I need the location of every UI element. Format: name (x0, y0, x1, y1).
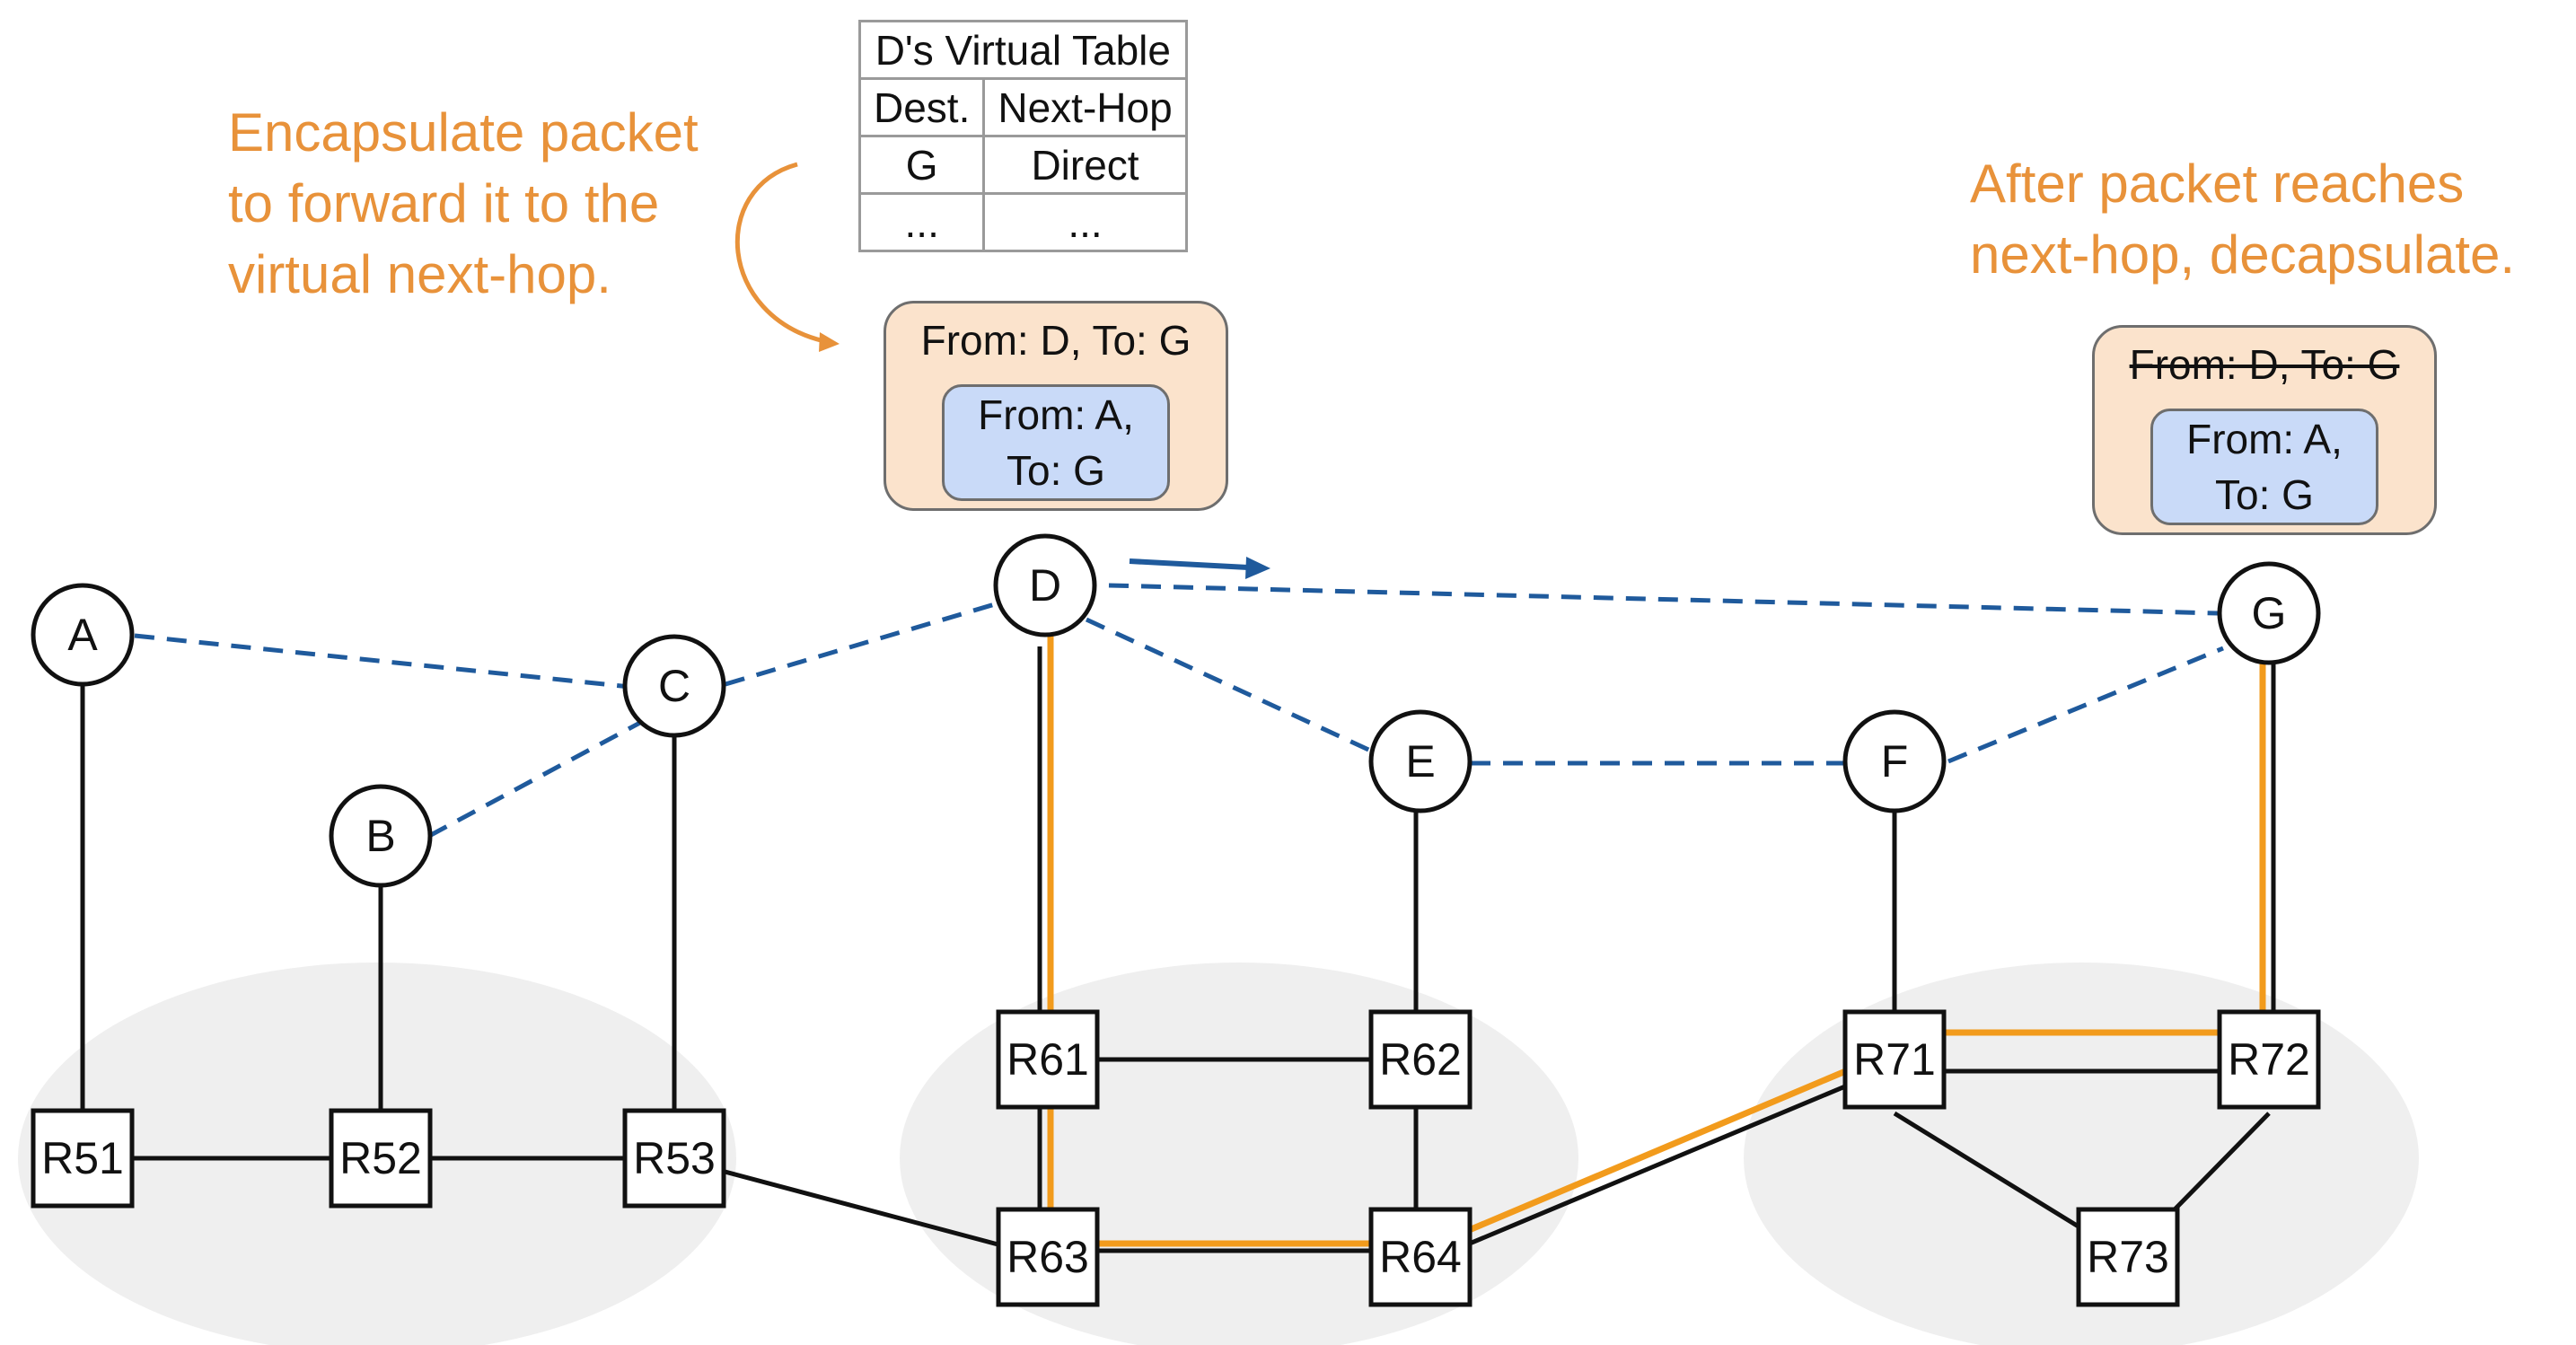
forwarding-path (1047, 633, 2266, 1256)
packet-inner-line: To: G (2215, 471, 2314, 518)
svg-text:B: B (365, 811, 395, 861)
router-r53: R53 (622, 1108, 726, 1209)
svg-text:R72: R72 (2228, 1034, 2310, 1085)
virtual-table-header-nexthop: Next-Hop (982, 77, 1188, 137)
svg-text:R64: R64 (1379, 1232, 1462, 1282)
router-r72: R72 (2217, 1009, 2321, 1110)
annotation-left-line1: Encapsulate packet (228, 102, 699, 163)
router-r71: R71 (1842, 1009, 1947, 1110)
packet-encapsulated: From: D, To: G From: A, To: G (884, 301, 1228, 511)
virtual-table: D's Virtual Table Dest. Next-Hop G Direc… (857, 20, 1188, 252)
packet-inner-line: From: A, (2186, 416, 2343, 462)
router-r64: R64 (1368, 1207, 1473, 1307)
svg-text:R71: R71 (1853, 1034, 1936, 1085)
svg-text:A: A (67, 610, 98, 660)
virtual-table-header-dest: Dest. (857, 77, 986, 137)
packet-decapsulated: From: D, To: G From: A, To: G (2092, 325, 2437, 535)
overlay-node-g: G (2217, 561, 2321, 665)
svg-text:R51: R51 (41, 1133, 124, 1183)
overlay-node-a: A (31, 583, 135, 687)
router-r51: R51 (31, 1108, 135, 1209)
packet-inner-header: From: A, To: G (2150, 409, 2378, 525)
router-r62: R62 (1368, 1009, 1473, 1110)
direction-arrowhead (1245, 557, 1270, 579)
svg-text:R73: R73 (2087, 1232, 2169, 1282)
overlay-node-d: D (993, 533, 1097, 637)
router-r73: R73 (2076, 1207, 2180, 1307)
overlay-node-f: F (1842, 709, 1947, 813)
encapsulate-arrow (734, 162, 825, 344)
router-r63: R63 (996, 1207, 1100, 1307)
svg-text:R61: R61 (1007, 1034, 1089, 1085)
packet-outer-header-struck: From: D, To: G (2129, 341, 2400, 388)
virtual-table-cell: ... (982, 192, 1188, 252)
virtual-table-cell: G (857, 135, 986, 195)
annotation-right-line2: next-hop, decapsulate. (1970, 224, 2515, 285)
svg-text:E: E (1405, 736, 1435, 787)
virtual-table-cell: Direct (982, 135, 1188, 195)
svg-text:C: C (658, 661, 690, 711)
annotation-left-line3: virtual next-hop. (228, 244, 611, 304)
svg-text:R63: R63 (1007, 1232, 1089, 1282)
packet-inner-header: From: A, To: G (942, 384, 1170, 501)
svg-text:R52: R52 (339, 1133, 422, 1183)
encapsulate-arrowhead (819, 332, 840, 352)
svg-text:F: F (1881, 736, 1909, 787)
svg-text:R53: R53 (633, 1133, 716, 1183)
overlay-node-e: E (1368, 709, 1473, 813)
virtual-table-cell: ... (857, 192, 986, 252)
direction-arrow (1129, 558, 1249, 570)
annotation-left-line2: to forward it to the (228, 173, 659, 233)
virtual-table-title: D's Virtual Table (858, 20, 1188, 80)
router-r52: R52 (329, 1108, 433, 1209)
svg-text:D: D (1029, 560, 1061, 611)
packet-outer-header: From: D, To: G (920, 317, 1191, 364)
overlay-links (134, 583, 2224, 839)
packet-inner-line: From: A, (978, 391, 1134, 438)
router-r61: R61 (996, 1009, 1100, 1110)
overlay-node-b: B (329, 784, 433, 888)
overlay-node-c: C (622, 634, 726, 738)
svg-text:R62: R62 (1379, 1034, 1462, 1085)
svg-text:G: G (2252, 588, 2287, 638)
annotation-right-line1: After packet reaches (1970, 154, 2464, 214)
packet-inner-line: To: G (1007, 447, 1105, 494)
